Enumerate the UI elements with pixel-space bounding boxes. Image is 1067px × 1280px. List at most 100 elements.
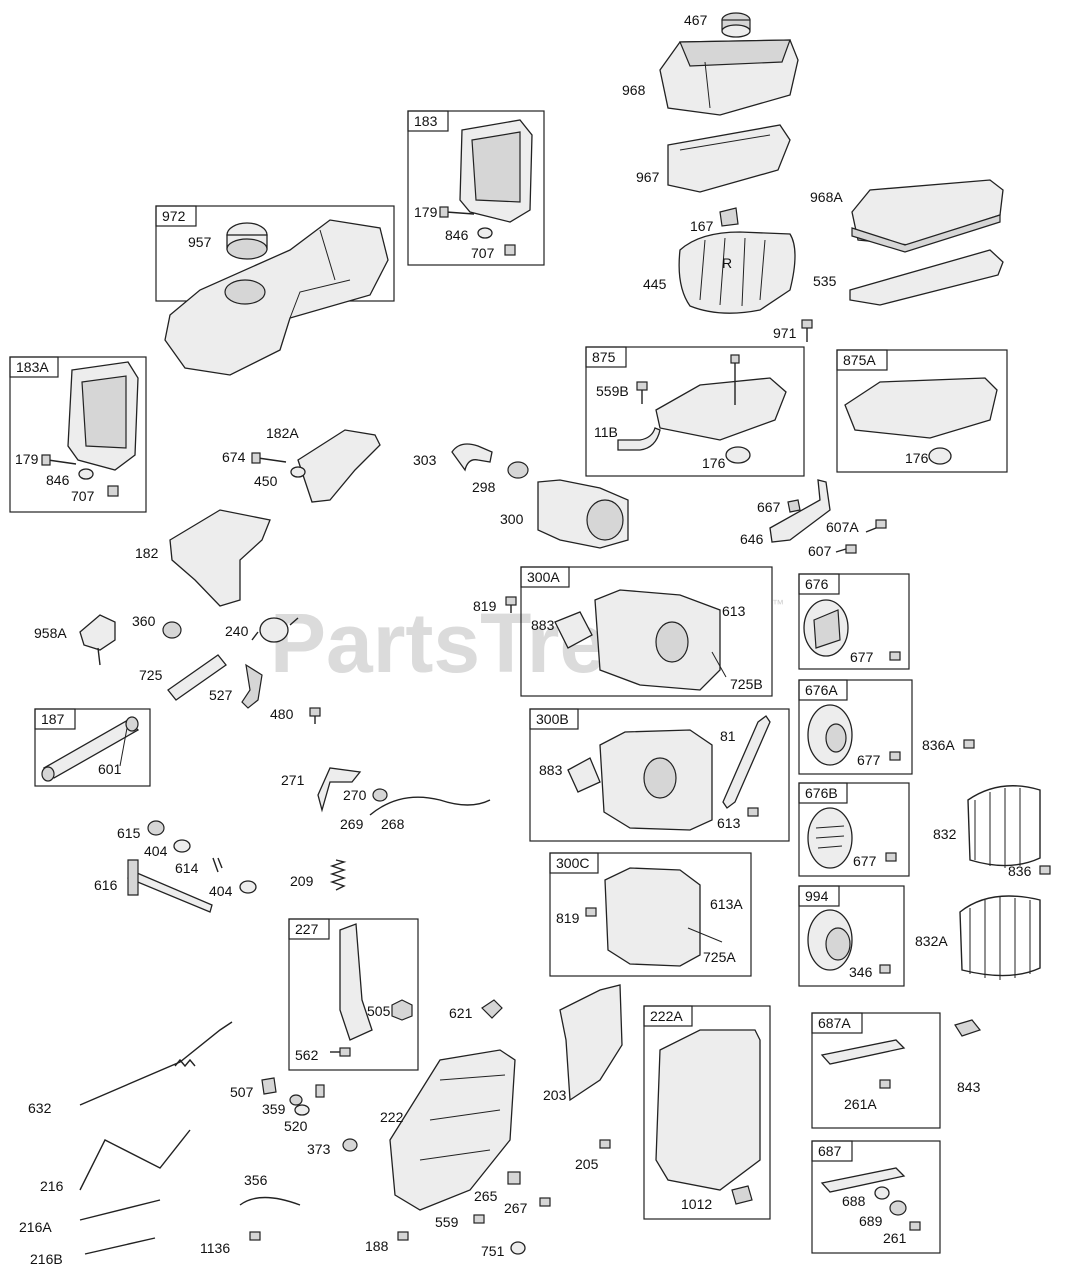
cable-268-illustration xyxy=(369,796,491,816)
group-box-875A: 875A xyxy=(836,349,1008,473)
gasket-176b-illustration xyxy=(928,447,952,465)
callout-188: 188 xyxy=(365,1238,389,1254)
screw-819a-illustration xyxy=(505,596,517,613)
bracket-687-illustration xyxy=(820,1167,906,1193)
group-box-994: 994 xyxy=(798,885,905,987)
callout-11B: 11B xyxy=(594,424,618,440)
part-507-illustration xyxy=(261,1077,277,1095)
group-label-222A: 222A xyxy=(650,1008,683,1024)
screw-261-illustration xyxy=(909,1221,921,1231)
wire-356-illustration xyxy=(239,1196,301,1206)
link-216B-illustration xyxy=(84,1237,156,1255)
clip-615-illustration xyxy=(147,820,165,836)
fuel-tank-illustration xyxy=(164,219,389,376)
part-265-illustration xyxy=(507,1171,521,1185)
part-1012-illustration xyxy=(731,1185,753,1205)
nut-689-illustration xyxy=(889,1200,907,1216)
callout-356: 356 xyxy=(244,1172,268,1188)
callout-688: 688 xyxy=(842,1193,866,1209)
callout-209: 209 xyxy=(290,873,314,889)
screw-836A-illustration xyxy=(963,739,975,749)
air-cleaner-base-875A-illustration xyxy=(844,377,998,439)
lock-washer-298-illustration xyxy=(507,461,529,479)
screw-836-illustration xyxy=(1039,865,1051,875)
callout-646: 646 xyxy=(740,531,764,547)
washer-707b-illustration xyxy=(107,485,119,497)
callout-535: 535 xyxy=(813,273,837,289)
callout-613-300A: 613 xyxy=(722,603,746,619)
spark-arrester-832A-illustration xyxy=(959,895,1041,980)
screw-819b-illustration xyxy=(585,907,597,917)
callout-182A: 182A xyxy=(266,425,299,441)
pin-614-illustration xyxy=(212,857,223,873)
clip-527-illustration xyxy=(241,663,263,709)
callout-445: 445 xyxy=(643,276,667,292)
washer-707a-illustration xyxy=(504,244,516,256)
screw-677b-illustration xyxy=(889,751,901,761)
washer-688-illustration xyxy=(874,1186,890,1200)
group-label-875: 875 xyxy=(592,349,616,365)
screw-346-illustration xyxy=(879,964,891,974)
bolt-674-illustration xyxy=(251,452,287,464)
callout-216B: 216B xyxy=(30,1251,63,1267)
guard-676-illustration xyxy=(803,599,849,657)
callout-346: 346 xyxy=(849,964,873,980)
callout-674: 674 xyxy=(222,449,246,465)
callout-300: 300 xyxy=(500,511,524,527)
bracket-183A-illustration xyxy=(67,361,139,471)
callout-958A: 958A xyxy=(34,625,67,641)
elbow-11B-illustration xyxy=(617,427,661,451)
callout-267: 267 xyxy=(504,1200,528,1216)
callout-967: 967 xyxy=(636,169,660,185)
callout-179-183A: 179 xyxy=(15,451,39,467)
pre-cleaner-illustration xyxy=(667,124,791,193)
fitting-360-illustration xyxy=(162,621,182,639)
callout-404-b: 404 xyxy=(209,883,233,899)
bracket-646-illustration xyxy=(769,479,831,543)
fuel-filter-240-illustration xyxy=(251,617,299,643)
group-label-676: 676 xyxy=(805,576,829,592)
callout-846-183A: 846 xyxy=(46,472,70,488)
callout-725: 725 xyxy=(139,667,163,683)
bolt-179b-illustration xyxy=(41,454,77,466)
group-label-187: 187 xyxy=(41,711,65,727)
air-cleaner-base-875-illustration xyxy=(655,354,787,441)
callout-613A: 613A xyxy=(710,896,743,912)
group-box-687A: 687A xyxy=(811,1012,941,1129)
group-label-227: 227 xyxy=(295,921,319,937)
group-label-183: 183 xyxy=(414,113,438,129)
callout-261: 261 xyxy=(883,1230,907,1246)
fuel-cap-illustration xyxy=(226,222,268,260)
screw-677c-illustration xyxy=(885,852,897,862)
callout-261A: 261A xyxy=(844,1096,877,1112)
watermark-brand: PartsTree xyxy=(270,596,653,690)
nut-270-illustration xyxy=(372,788,388,802)
guard-676A-illustration xyxy=(807,704,853,766)
callout-621: 621 xyxy=(449,1005,473,1021)
washer-846a-illustration xyxy=(477,227,493,239)
callout-507: 507 xyxy=(230,1084,254,1100)
washer-520-illustration xyxy=(294,1104,310,1116)
governor-lever-227-illustration xyxy=(339,923,373,1041)
screw-559-illustration xyxy=(473,1214,485,1224)
screw-1136-illustration xyxy=(249,1231,261,1241)
callout-203: 203 xyxy=(543,1087,567,1103)
link-632-illustration xyxy=(79,1021,233,1106)
callout-613-300B: 613 xyxy=(717,815,741,831)
clip-621-illustration xyxy=(481,999,503,1019)
callout-labels: 467 968 967 167 968A 445 535 971 957 179… xyxy=(15,12,1032,1267)
wing-nut-illustration xyxy=(719,207,739,227)
callout-883-300B: 883 xyxy=(539,762,563,778)
callout-176-875A: 176 xyxy=(905,450,929,466)
gasket-883b-illustration xyxy=(567,757,601,793)
leader-lines xyxy=(119,651,727,943)
screw-188-illustration xyxy=(397,1231,409,1241)
callout-167: 167 xyxy=(690,218,714,234)
callout-836A: 836A xyxy=(922,737,955,753)
callout-216A: 216A xyxy=(19,1219,52,1235)
callout-559: 559 xyxy=(435,1214,459,1230)
callout-467: 467 xyxy=(684,12,708,28)
group-box-300C: 300C xyxy=(549,852,752,977)
spring-209-illustration xyxy=(329,859,347,891)
